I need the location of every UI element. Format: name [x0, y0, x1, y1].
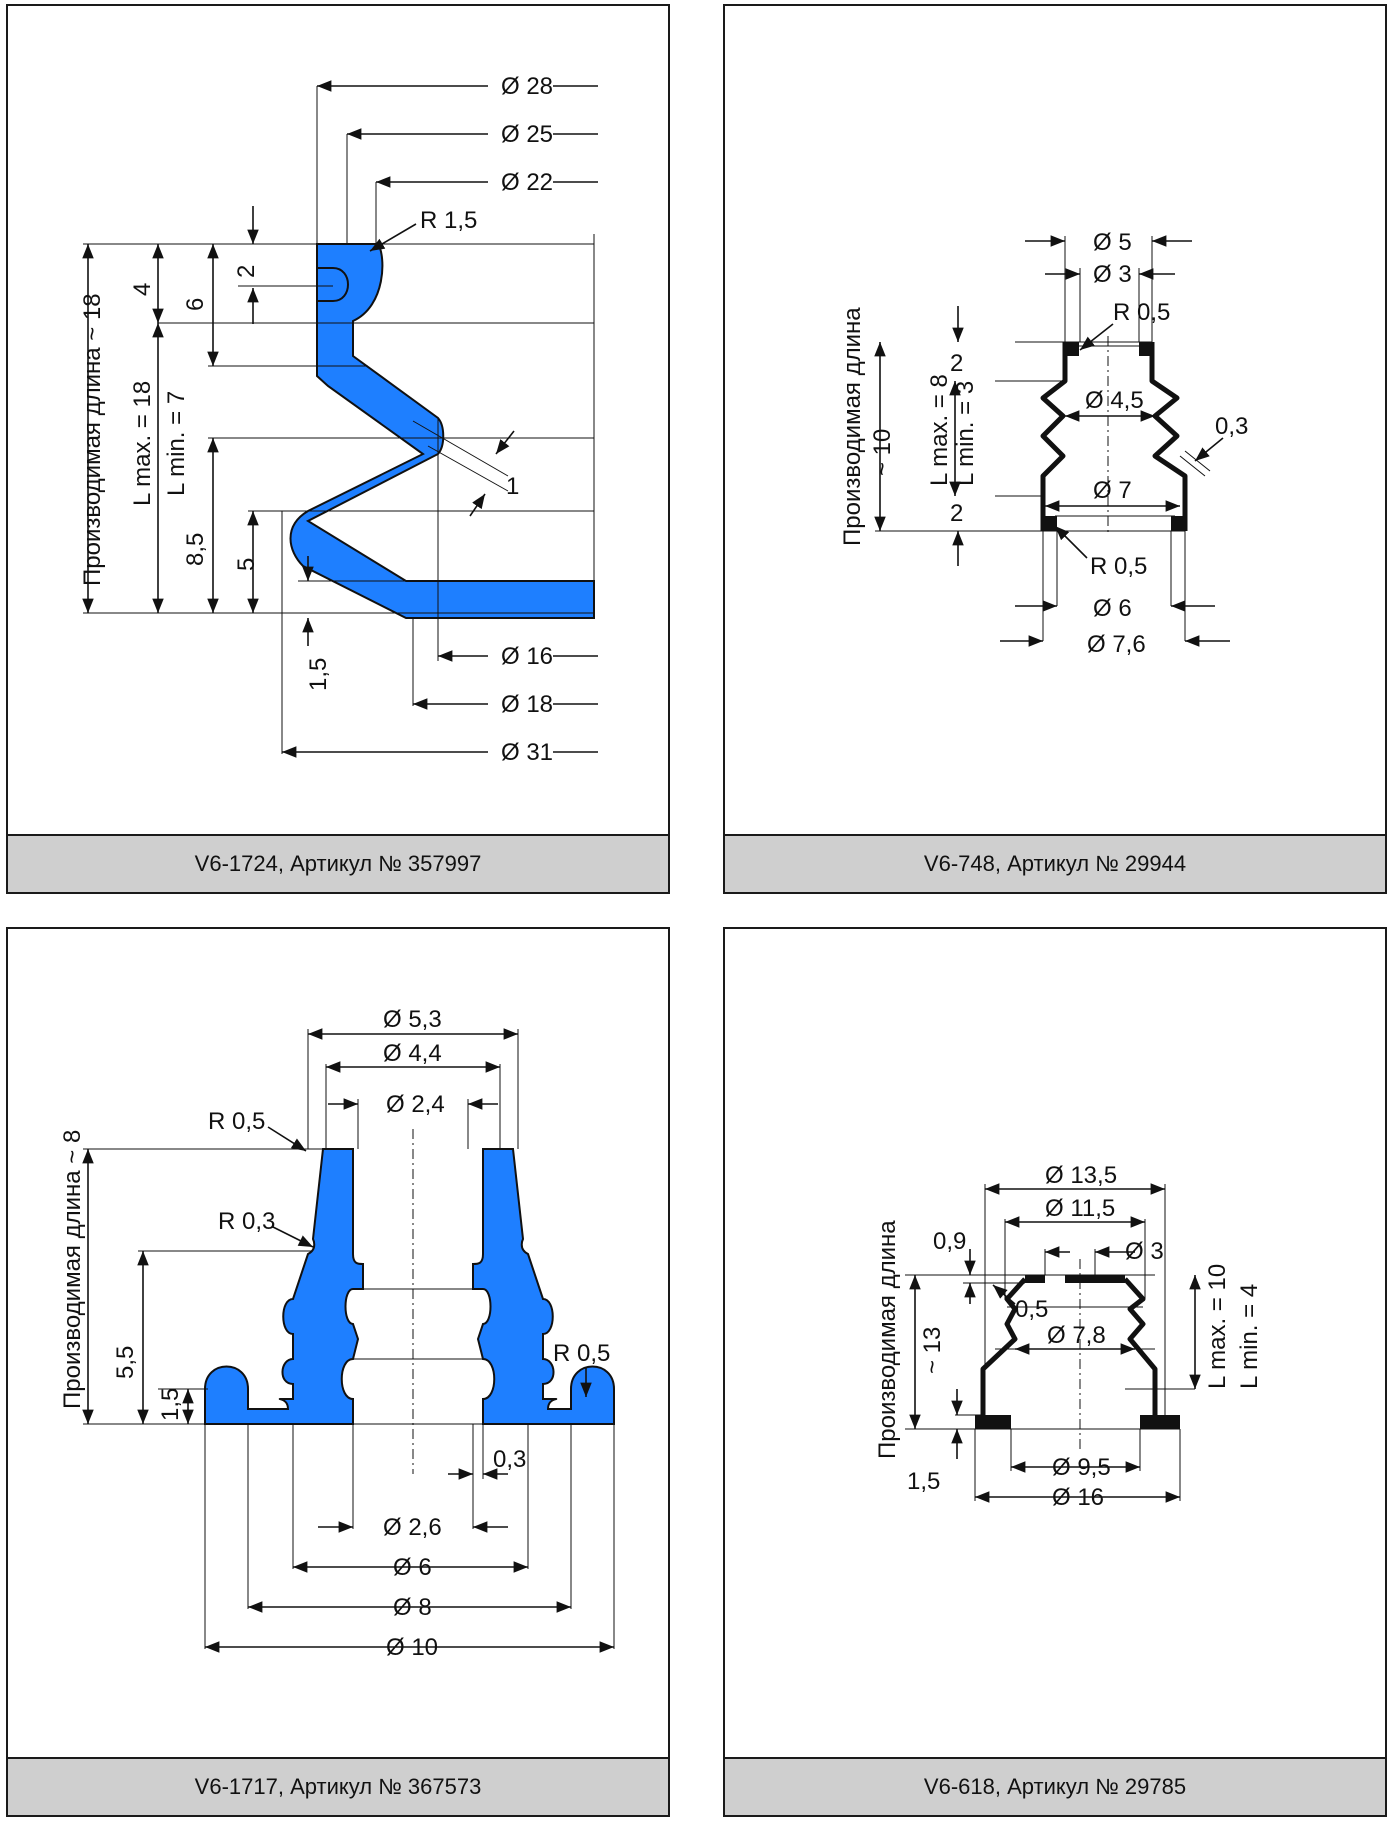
- caption-v6-618: V6-618, Артикул № 29785: [725, 1757, 1385, 1815]
- caption-v6-748: V6-748, Артикул № 29944: [725, 834, 1385, 892]
- dim-d78: Ø 7,8: [1047, 1322, 1106, 1349]
- dim-d3: Ø 3: [1093, 261, 1132, 288]
- dim-d16: Ø 16: [501, 643, 553, 670]
- dim-r15: R 1,5: [420, 207, 477, 234]
- dim-h2-top: 2: [950, 350, 963, 377]
- drawing-v6-748: Ø 5 Ø 3 R 0,5 Ø 4,5 Ø 7 0,3 R 0,5 Ø 6 Ø …: [839, 229, 1248, 658]
- dim-r05-bottom: R 0,5: [1090, 553, 1147, 580]
- dim-d3: Ø 3: [1125, 1238, 1164, 1265]
- dim-lmin: L min. = 4: [1236, 1284, 1263, 1389]
- dim-h4: 4: [129, 283, 156, 296]
- dim-r05: 0,5: [1015, 1296, 1048, 1323]
- drawing-v6-1717: Ø 5,3 Ø 4,4 Ø 2,4 R 0,5 R 0,3 R 0,5 Прои…: [59, 1006, 615, 1661]
- dim-r03: R 0,3: [218, 1208, 275, 1235]
- dim-h55: 5,5: [112, 1346, 139, 1379]
- dim-d10: Ø 10: [386, 1634, 438, 1661]
- dim-d18: Ø 18: [501, 691, 553, 718]
- dim-approx-13: ~ 13: [919, 1327, 946, 1374]
- dim-produced-length: Производимая длина: [874, 1220, 901, 1459]
- dim-r05-right: R 0,5: [553, 1340, 610, 1367]
- dim-produced-length: Производимая длина ~ 18: [79, 293, 106, 586]
- dim-thickness-03: 0,3: [493, 1446, 526, 1473]
- dim-d7: Ø 7: [1093, 477, 1132, 504]
- dim-d6: Ø 6: [1093, 595, 1132, 622]
- drawing-v6-618: Ø 13,5 Ø 11,5 Ø 3 0,9 0,5 Ø 7,8 Ø 9,5 Ø …: [874, 1162, 1263, 1511]
- bellows-profile: [289, 243, 595, 619]
- dim-h2-bottom: 2: [950, 500, 963, 527]
- dim-d53: Ø 5,3: [383, 1006, 442, 1033]
- dim-lmax: L max. = 18: [129, 381, 156, 506]
- bellows-profile: [1040, 342, 1188, 531]
- dim-d28: Ø 28: [501, 73, 553, 100]
- dim-h6: 6: [182, 298, 209, 311]
- dim-d25: Ø 25: [501, 121, 553, 148]
- bellows-profile: [980, 1277, 1158, 1429]
- dim-lmin: L min. = 3: [952, 381, 979, 486]
- drawing-panel-v6-1724: Ø 28 Ø 25 Ø 22 R 1,5 Ø 16 Ø 18 Ø 31 1 Пр…: [6, 4, 670, 894]
- dim-h15: 1,5: [907, 1468, 940, 1495]
- drawing-panel-v6-748: Ø 5 Ø 3 R 0,5 Ø 4,5 Ø 7 0,3 R 0,5 Ø 6 Ø …: [723, 4, 1387, 894]
- dim-d8: Ø 8: [393, 1594, 432, 1621]
- dim-h2: 2: [233, 265, 260, 278]
- drawing-panel-v6-1717: Ø 5,3 Ø 4,4 Ø 2,4 R 0,5 R 0,3 R 0,5 Прои…: [6, 927, 670, 1817]
- dim-d26: Ø 2,6: [383, 1514, 442, 1541]
- dim-h09: 0,9: [933, 1228, 966, 1255]
- dim-d5: Ø 5: [1093, 229, 1132, 256]
- dim-d16: Ø 16: [1052, 1484, 1104, 1511]
- dim-h15: 1,5: [305, 658, 332, 691]
- bellows-right-wall: [472, 1148, 615, 1425]
- drawing-v6-1724: Ø 28 Ø 25 Ø 22 R 1,5 Ø 16 Ø 18 Ø 31 1 Пр…: [79, 73, 598, 766]
- drawing-panel-v6-618: Ø 13,5 Ø 11,5 Ø 3 0,9 0,5 Ø 7,8 Ø 9,5 Ø …: [723, 927, 1387, 1817]
- dim-h5: 5: [233, 558, 260, 571]
- dim-d31: Ø 31: [501, 739, 553, 766]
- dim-lmin: L min. = 7: [163, 391, 190, 496]
- dim-thickness-1: 1: [506, 473, 519, 500]
- dim-produced-length: Производимая длина: [839, 307, 866, 546]
- dim-r05-top: R 0,5: [208, 1108, 265, 1135]
- dim-d44: Ø 4,4: [383, 1040, 442, 1067]
- dim-h15: 1,5: [157, 1388, 184, 1421]
- dim-d76: Ø 7,6: [1087, 631, 1146, 658]
- bellows-left-wall: [204, 1148, 364, 1425]
- dim-d24: Ø 2,4: [386, 1091, 445, 1118]
- caption-v6-1724: V6-1724, Артикул № 357997: [8, 834, 668, 892]
- dim-d22: Ø 22: [501, 169, 553, 196]
- dim-d115: Ø 11,5: [1045, 1195, 1115, 1222]
- caption-v6-1717: V6-1717, Артикул № 367573: [8, 1757, 668, 1815]
- dim-d45: Ø 4,5: [1085, 387, 1144, 414]
- dim-d135: Ø 13,5: [1045, 1162, 1117, 1189]
- dim-d6: Ø 6: [393, 1554, 432, 1581]
- dim-r05-top: R 0,5: [1113, 299, 1170, 326]
- dim-h85: 8,5: [182, 533, 209, 566]
- dim-lmax: L max. = 10: [1204, 1264, 1231, 1389]
- dim-d95: Ø 9,5: [1052, 1454, 1111, 1481]
- dim-thickness-03: 0,3: [1215, 413, 1248, 440]
- dim-produced-length: Производимая длина ~ 8: [59, 1130, 86, 1409]
- dim-lmax: L max. = 8: [926, 374, 953, 486]
- dim-approx-10: ~ 10: [869, 429, 896, 476]
